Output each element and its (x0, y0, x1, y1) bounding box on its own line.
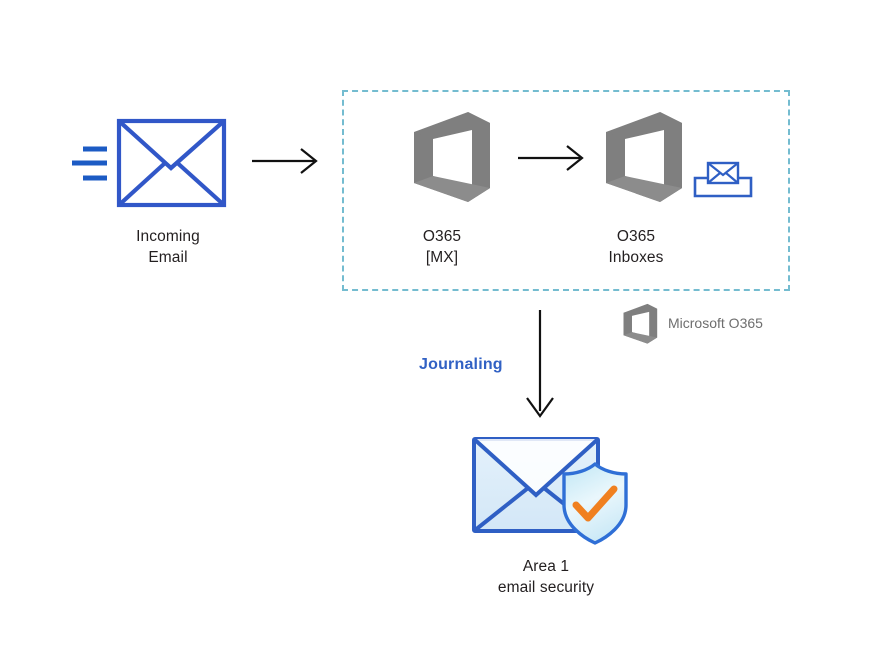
o365-boundary-zone (342, 90, 790, 291)
shield-icon (562, 462, 628, 545)
legend-o365-icon-group (620, 303, 658, 345)
arrow-incoming-to-mx (252, 145, 322, 177)
arrow-mx-to-inboxes (518, 142, 588, 174)
journaling-label: Journaling (419, 356, 503, 373)
o365-mx-label: O365 [MX] (422, 228, 462, 266)
area1-label: Area 1 email security (497, 558, 595, 596)
inbox-tray-icon-group (692, 158, 754, 202)
legend-o365-label: Microsoft O365 (668, 315, 763, 331)
incoming-email-label: Incoming Email (136, 228, 200, 266)
checkmark-icon (572, 485, 618, 522)
arrow-journaling-down (516, 308, 566, 423)
o365-inboxes-label: O365 Inboxes (608, 228, 664, 266)
inbox-tray-icon (693, 161, 753, 198)
envelope-icon (72, 118, 227, 208)
office365-logo-icon (606, 112, 682, 202)
envelope-body (116, 118, 227, 208)
o365-inboxes-icon-group (598, 110, 684, 205)
incoming-email-icon-group (72, 116, 232, 212)
secure-email-shield-icon (472, 437, 628, 545)
o365-mx-icon-group (406, 110, 492, 205)
area1-icon-group (468, 433, 634, 545)
office365-logo-icon (414, 112, 490, 202)
office365-logo-icon (623, 303, 658, 344)
speed-lines-icon (72, 146, 107, 181)
